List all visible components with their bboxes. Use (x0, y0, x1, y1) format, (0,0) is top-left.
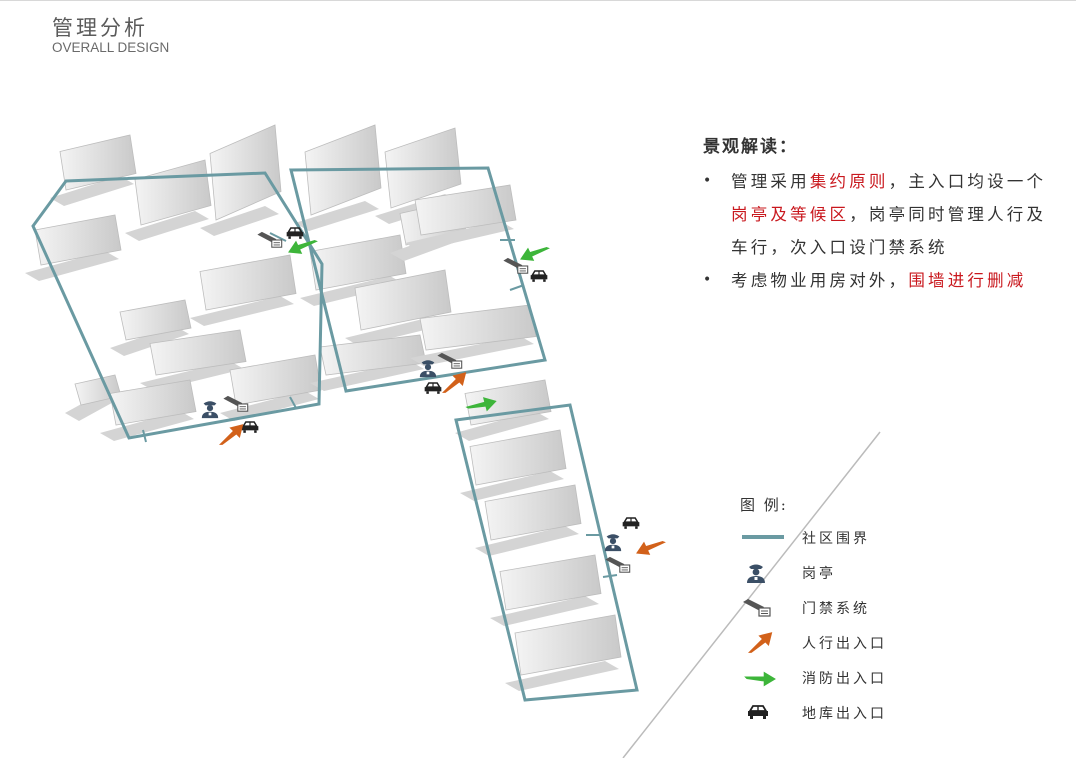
landscape-notes: 景观解读： • 管理采用集约原则，主入口均设一个岗亭及等候区，岗亭同时管理人行及… (703, 132, 1063, 297)
car-icon (747, 705, 769, 720)
highlight-text: 围墙进行删减 (908, 271, 1027, 290)
highlight-text: 集约原则 (809, 172, 889, 191)
legend-item-fire: 消防出入口 (740, 663, 884, 698)
building-shadow (50, 176, 134, 206)
pedestrian-arrow-icon (636, 533, 666, 562)
car-icon (423, 382, 443, 395)
building-shadow (455, 411, 549, 441)
guard-icon (747, 564, 765, 583)
building-block (469, 429, 567, 486)
building-shadow (295, 201, 379, 231)
car-icon (240, 421, 260, 434)
building-block (354, 269, 452, 331)
guard-icon (604, 534, 622, 552)
building-block (34, 214, 122, 266)
legend-label: 门禁系统 (802, 601, 870, 617)
fire-arrow-icon (520, 239, 550, 268)
legend-item-pedestrian: 人行出入口 (740, 628, 884, 663)
notes-title: 景观解读： (703, 137, 798, 157)
building-shadow (25, 251, 119, 281)
legend-item-guard: 岗亭 (740, 558, 833, 593)
building-block (514, 614, 622, 676)
building-shadow (405, 221, 514, 251)
legend-label: 地库出入口 (802, 706, 887, 722)
building-shadow (505, 661, 619, 691)
note-text: ，主入口均设一个 (888, 172, 1047, 191)
legend: 图 例: 社区围界 岗亭 门禁系统 人行出入口 消防出入口 地库出入口 (740, 494, 884, 733)
building-block (119, 299, 192, 341)
building-block (484, 484, 582, 541)
boundary-line-icon (742, 535, 784, 539)
access-control-icon (256, 231, 283, 248)
building-shadow (220, 391, 319, 421)
building-block (414, 184, 517, 236)
legend-label: 社区围界 (802, 531, 870, 547)
legend-label: 人行出入口 (802, 636, 887, 652)
car-icon (529, 270, 549, 283)
page-title: 管理分析 (52, 16, 148, 40)
building-shadow (140, 361, 244, 391)
note-item-wall: • 考虑物业用房对外，围墙进行删减 (703, 264, 1063, 297)
guard-icon (201, 401, 219, 419)
building-block (309, 234, 407, 291)
legend-item-access: 门禁系统 (740, 593, 867, 628)
legend-label: 消防出入口 (802, 671, 887, 687)
building-block (149, 329, 247, 376)
building-shadow (190, 296, 294, 326)
building-shadow (475, 526, 579, 556)
building-block (59, 134, 137, 191)
pedestrian-arrow-icon (219, 424, 244, 445)
fire-arrow-icon (744, 663, 776, 693)
note-text: 管理采用 (731, 172, 810, 191)
building-shadow (200, 206, 279, 236)
building-shadow (460, 471, 564, 501)
building-shadow (490, 596, 599, 626)
legend-label: 岗亭 (802, 566, 836, 582)
building-block (109, 379, 197, 426)
building-shadow (110, 326, 189, 356)
access-control-icon (742, 598, 771, 617)
building-block (199, 254, 297, 311)
note-item-management: • 管理采用集约原则，主入口均设一个岗亭及等候区，岗亭同时管理人行及车行，次入口… (703, 165, 1063, 264)
building-shadow (310, 361, 424, 391)
note-text: ，岗亭同时管理人行及车行，次入口设门禁系统 (731, 205, 1047, 257)
building-block (229, 354, 322, 406)
legend-title: 图 例: (740, 496, 788, 514)
car-icon (285, 227, 305, 240)
building-block (464, 379, 552, 426)
building-shadow (410, 336, 534, 366)
building-block (419, 304, 537, 351)
pedestrian-arrow-icon (748, 632, 773, 653)
building-block (499, 554, 602, 611)
highlight-text: 岗亭及等候区 (731, 205, 850, 224)
car-icon (621, 517, 641, 530)
bullet-mark: • (703, 173, 715, 189)
site-edge-line (622, 431, 881, 758)
community-boundary (31, 166, 639, 702)
building-shadow (100, 411, 194, 441)
page-subtitle: OVERALL DESIGN (52, 40, 170, 55)
building-shadow (125, 211, 209, 241)
note-text: 考虑物业用房对外， (731, 271, 909, 290)
bullet-mark: • (703, 272, 715, 288)
top-divider (0, 0, 1076, 1)
legend-item-boundary: 社区围界 (740, 523, 867, 558)
legend-item-garage: 地库出入口 (740, 698, 884, 733)
boundary-gates (142, 232, 618, 578)
